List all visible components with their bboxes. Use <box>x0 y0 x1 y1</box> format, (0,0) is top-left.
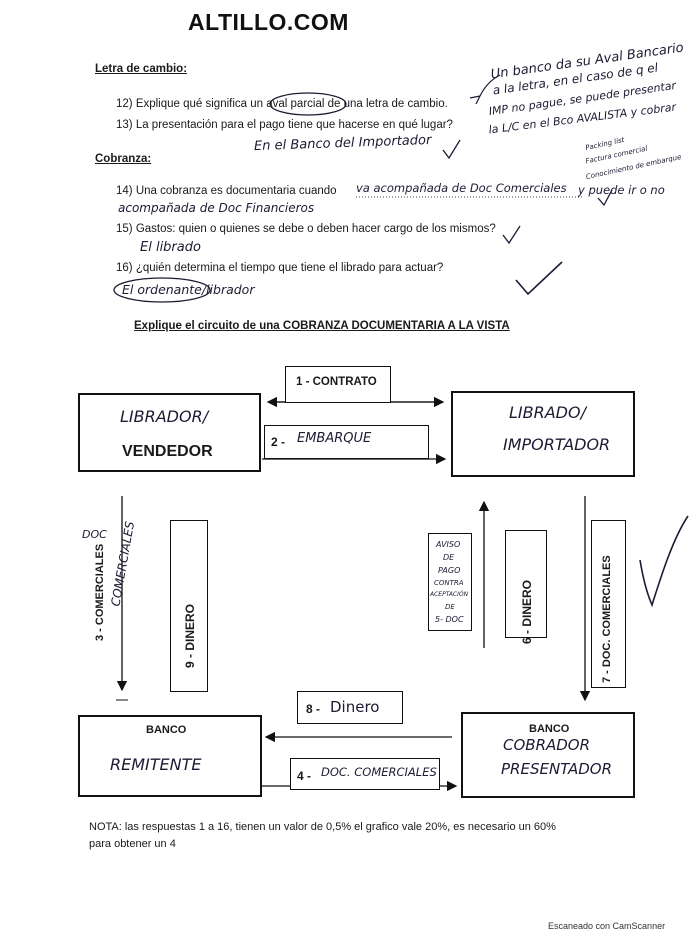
librado-hand-line1: LIBRADO/ <box>509 403 586 422</box>
footer-note-line2: para obtener un 4 <box>89 838 176 850</box>
step-2-embarque-box: 2 - EMBARQUE <box>264 425 429 459</box>
banco-left-print: BANCO <box>146 724 187 736</box>
banco-right-hand-line1: COBRADOR <box>503 736 591 754</box>
diagram-heading: Explique el circuito de una COBRANZA DOC… <box>134 320 510 332</box>
librador-box: LIBRADOR/ VENDEDOR <box>78 393 261 472</box>
step-8-text: Dinero <box>330 698 380 716</box>
answer-16: El ordenante/librador <box>122 282 255 297</box>
answer-14-tail: y puede ir o no <box>578 183 665 197</box>
banco-left-hand: REMITENTE <box>110 755 202 774</box>
librado-box: LIBRADO/ IMPORTADOR <box>451 391 635 477</box>
step-3-doc: DOC <box>82 528 107 541</box>
banco-right-print: BANCO <box>529 723 570 735</box>
step-7-box: 7 - DOC. COMERCIALES <box>591 520 626 688</box>
step-6-label: 6 - DINERO <box>520 579 534 644</box>
banco-remitente-box: BANCO REMITENTE <box>78 715 262 797</box>
librador-print-label: VENDEDOR <box>122 443 213 460</box>
step-7-label: 7 - DOC. COMERCIALES <box>601 555 613 683</box>
step-8-number: 8 - <box>306 702 321 716</box>
step-1-contrato-box: 1 - CONTRATO <box>285 366 391 403</box>
question-13: 13) La presentación para el pago tiene q… <box>116 119 453 131</box>
step-2-text: EMBARQUE <box>297 431 372 446</box>
question-15: 15) Gastos: quien o quienes se debe o de… <box>116 223 496 235</box>
answer-14-line2: acompañada de Doc Financieros <box>118 201 315 215</box>
librado-hand-line2: IMPORTADOR <box>503 435 611 454</box>
footer-note-line1: NOTA: las respuestas 1 a 16, tienen un v… <box>89 821 556 833</box>
step-8-box: 8 - Dinero <box>297 691 403 724</box>
brand-title: ALTILLO.COM <box>188 9 349 35</box>
question-14: 14) Una cobranza es documentaria cuando <box>116 185 337 197</box>
scanner-watermark: Escaneado con CamScanner <box>548 921 666 931</box>
question-16: 16) ¿quién determina el tiempo que tiene… <box>116 262 444 274</box>
section-title-cobranza: Cobranza: <box>95 153 152 165</box>
step-9-box: 9 - DINERO <box>170 520 208 692</box>
banco-right-hand-line2: PRESENTADOR <box>501 760 612 778</box>
aviso-line-4: CONTRA <box>434 579 464 587</box>
step-6-box: 6 - DINERO <box>505 530 547 644</box>
step-2-number: 2 - <box>271 435 286 449</box>
banco-cobrador-box: BANCO COBRADOR PRESENTADOR <box>461 712 635 798</box>
step-3-box: 3 - COMERCIALES <box>78 497 118 661</box>
librador-hand-label: LIBRADOR/ <box>120 407 209 426</box>
step-9-label: 9 - DINERO <box>183 603 197 668</box>
question-12: 12) Explique qué significa un aval parci… <box>116 98 448 110</box>
aviso-line-5: ACEPTACIÓN <box>430 591 469 598</box>
answer-14-inline: va acompañada de Doc Comerciales <box>356 181 567 195</box>
aviso-line-6: DE <box>445 603 455 611</box>
aviso-line-1: AVISO <box>436 540 461 549</box>
step-4-number: 4 - <box>297 769 312 783</box>
aviso-line-2: DE <box>443 553 455 562</box>
step-5-aviso-box: AVISO DE PAGO CONTRA ACEPTACIÓN DE 5- DO… <box>428 533 472 631</box>
step-1-label: 1 - CONTRATO <box>296 376 377 388</box>
aviso-line-3: PAGO <box>438 566 461 575</box>
aviso-line-7: 5- DOC <box>435 615 464 624</box>
step-4-box: 4 - DOC. COMERCIALES <box>290 758 440 790</box>
answer-15: El librado <box>140 240 201 255</box>
section-title-letra: Letra de cambio: <box>95 63 188 75</box>
step-4-text: DOC. COMERCIALES <box>321 765 437 779</box>
